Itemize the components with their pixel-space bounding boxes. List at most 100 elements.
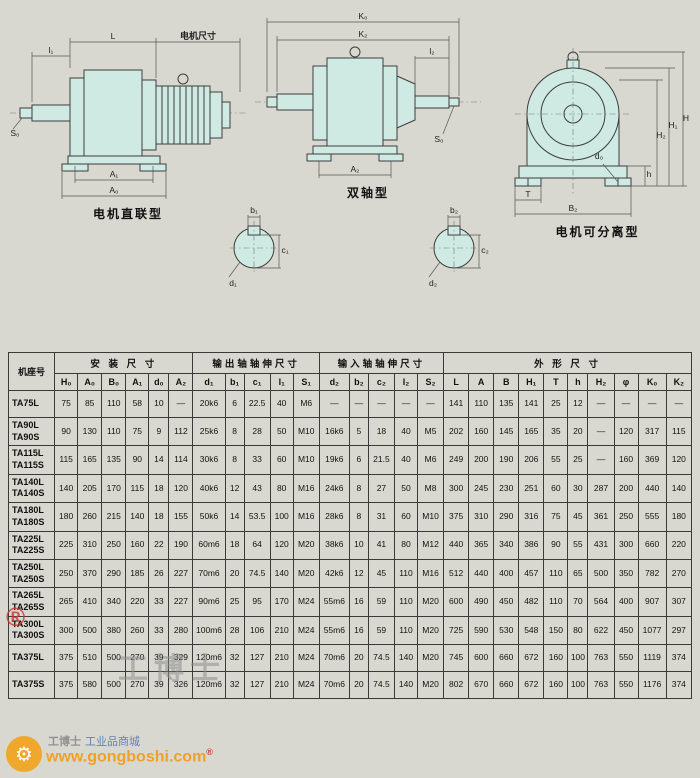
table-cell: 30 xyxy=(567,473,589,504)
table-cell: 510 xyxy=(77,644,103,672)
table-cell: 230 xyxy=(493,473,520,504)
model-cell: TA75L xyxy=(7,390,56,418)
table-cell: 40 xyxy=(393,416,419,447)
table-cell: 127 xyxy=(243,644,271,672)
table-cell: 310 xyxy=(468,502,495,532)
table-cell: 227 xyxy=(168,587,194,617)
table-cell: 300 xyxy=(443,473,470,504)
column-header: H₀ xyxy=(54,373,79,391)
table-cell: 41 xyxy=(367,530,395,560)
table-cell: M24 xyxy=(292,587,320,617)
table-cell: 20 xyxy=(224,558,245,589)
table-cell: 28 xyxy=(224,615,245,646)
table-cell: 220 xyxy=(665,530,693,560)
table-cell: 120 xyxy=(168,473,194,504)
table-cell: 112 xyxy=(168,416,194,447)
dimension-label: c₂ xyxy=(481,245,489,255)
table-cell: 300 xyxy=(613,530,639,560)
dimension-label: S₀ xyxy=(434,134,444,144)
table-cell: 160 xyxy=(543,644,569,672)
model-cell: TA180L TA180S xyxy=(7,502,56,532)
table-cell: 70m6 xyxy=(318,644,350,672)
table-cell: 400 xyxy=(613,587,639,617)
dimension-label: d₁ xyxy=(229,278,237,288)
dimension-label: H₂ xyxy=(656,130,665,140)
dimension-label: T xyxy=(525,189,530,199)
table-cell: 140 xyxy=(54,473,79,504)
column-header: S₁ xyxy=(292,373,320,391)
table-cell: 550 xyxy=(613,644,639,672)
table-cell: 135 xyxy=(101,445,127,475)
table-cell: 280 xyxy=(168,615,194,646)
dimension-label: H xyxy=(683,113,689,123)
table-cell: 141 xyxy=(443,390,470,418)
column-header: l₁ xyxy=(269,373,294,391)
table-cell: M24 xyxy=(292,615,320,646)
table-cell: 170 xyxy=(101,473,127,504)
table-cell: 32 xyxy=(224,644,245,672)
table-cell: 24k6 xyxy=(318,473,350,504)
column-header: A₁ xyxy=(125,373,150,391)
table-cell: M6 xyxy=(292,390,320,418)
table-cell: 210 xyxy=(269,615,294,646)
table-cell: 482 xyxy=(518,587,545,617)
dimension-label: H₁ xyxy=(668,120,677,130)
table-cell: 120 xyxy=(269,530,294,560)
table-cell: 660 xyxy=(493,671,520,699)
table-cell: 25 xyxy=(543,390,569,418)
table-cell: — xyxy=(393,390,419,418)
table-cell: 75 xyxy=(125,416,150,447)
table-cell: 725 xyxy=(443,615,470,646)
table-cell: 251 xyxy=(518,473,545,504)
table-cell: 250 xyxy=(101,530,127,560)
table-cell: 9 xyxy=(148,416,170,447)
model-cell: TA90L TA90S xyxy=(7,416,56,447)
table-cell: 660 xyxy=(637,530,667,560)
table-cell: 110 xyxy=(543,558,569,589)
table-cell: 600 xyxy=(443,587,470,617)
table-cell: 287 xyxy=(587,473,615,504)
caption-dual-shaft: 双轴型 xyxy=(346,186,389,200)
table-cell: 802 xyxy=(443,671,470,699)
table-cell: 110 xyxy=(393,587,419,617)
table-cell: 763 xyxy=(587,644,615,672)
table-cell: 110 xyxy=(393,615,419,646)
table-cell: 548 xyxy=(518,615,545,646)
table-cell: 100m6 xyxy=(192,615,226,646)
table-cell: 40 xyxy=(269,390,294,418)
table-cell: M12 xyxy=(417,530,445,560)
table-cell: 60 xyxy=(393,502,419,532)
table-cell: 45 xyxy=(567,502,589,532)
column-header: S₂ xyxy=(417,373,445,391)
table-cell: 672 xyxy=(518,671,545,699)
table-cell: — xyxy=(417,390,445,418)
table-cell: 33 xyxy=(148,587,170,617)
table-cell: 310 xyxy=(77,530,103,560)
column-header: B₀ xyxy=(101,373,127,391)
table-cell: 374 xyxy=(665,671,693,699)
table-cell: 431 xyxy=(587,530,615,560)
table-cell: 140 xyxy=(393,671,419,699)
table-cell: 380 xyxy=(101,615,127,646)
group-header-row: 机座号安 装 尺 寸输出轴轴伸尺寸输入轴轴伸尺寸外 形 尺 寸 xyxy=(7,352,692,391)
column-header: d₀ xyxy=(148,373,170,391)
table-cell: 160 xyxy=(125,530,150,560)
table-cell: 55m6 xyxy=(318,615,350,646)
column-group-header: 输入轴轴伸尺寸 xyxy=(318,352,445,374)
table-cell: 564 xyxy=(587,587,615,617)
table-cell: 20k6 xyxy=(192,390,226,418)
table-cell: 500 xyxy=(77,615,103,646)
table-cell: 225 xyxy=(54,530,79,560)
table-cell: 400 xyxy=(493,558,520,589)
column-header-model: 机座号 xyxy=(7,352,56,391)
dimension-label: b₁ xyxy=(250,205,258,215)
